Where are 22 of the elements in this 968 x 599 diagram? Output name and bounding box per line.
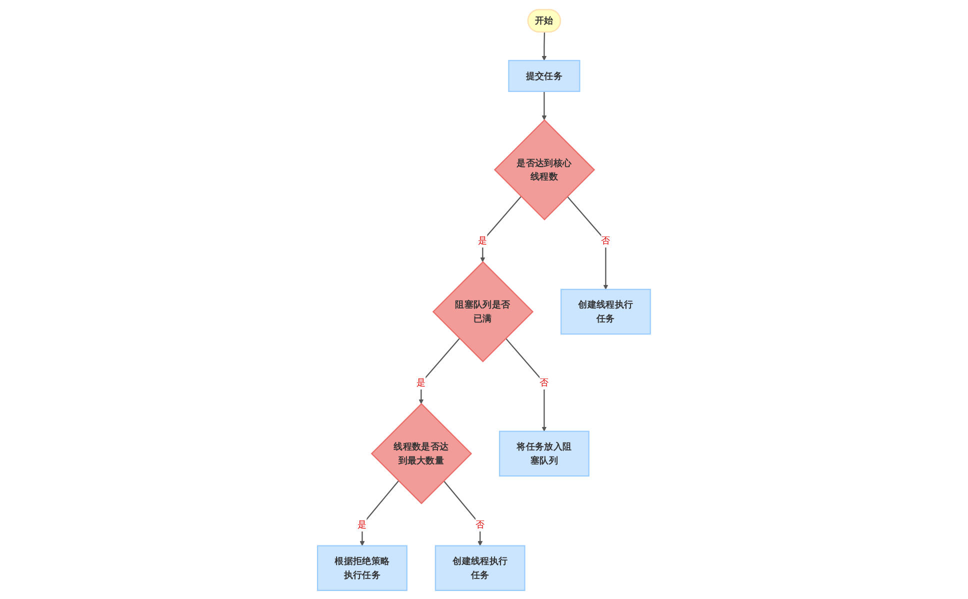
- arrow: [542, 32, 547, 60]
- edge-label: 是: [478, 234, 488, 246]
- arrow: [542, 90, 547, 120]
- node-diamond: 阻塞队列是否已满: [432, 260, 534, 362]
- node-box: 提交任务: [508, 59, 580, 92]
- arrow: [566, 196, 608, 290]
- arrow: [443, 480, 483, 546]
- edge-label: 否: [540, 376, 549, 388]
- node-box: 创建线程执行任务: [560, 288, 651, 334]
- edge-label: 是: [358, 518, 367, 530]
- node-diamond: 是否达到核心线程数: [494, 118, 596, 220]
- node-box: 根据拒绝策略执行任务: [317, 544, 408, 590]
- node-box: 创建线程执行任务: [434, 544, 526, 590]
- node-box: 将任务放入阻塞队列: [499, 430, 590, 476]
- node-diamond: 线程数是否达到最大数量: [370, 402, 472, 504]
- arrow: [505, 338, 547, 432]
- arrow: [418, 338, 460, 404]
- edge-label: 否: [476, 518, 485, 530]
- arrow: [480, 196, 522, 262]
- edge-label: 是: [416, 376, 426, 388]
- edge-label: 否: [601, 234, 610, 246]
- arrow: [360, 480, 400, 546]
